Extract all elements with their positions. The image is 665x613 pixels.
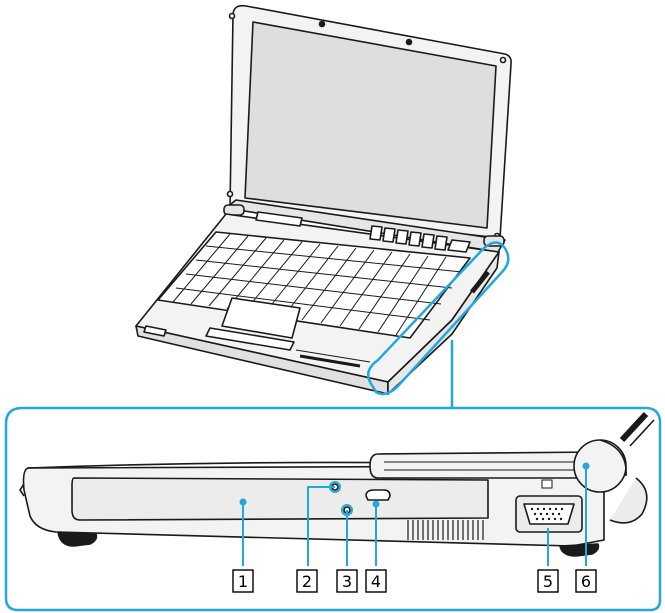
callout-1-label: 1	[238, 572, 248, 591]
lid-latch-icon	[405, 38, 413, 46]
callout-6: 6	[575, 569, 597, 593]
laptop-screen	[244, 21, 497, 229]
touchpad	[221, 297, 301, 339]
hinge-cap	[573, 439, 627, 493]
callout-6-label: 6	[581, 572, 591, 591]
media-buttons	[369, 225, 471, 253]
highlight-outline	[367, 241, 510, 396]
monitor-port-icon	[515, 479, 583, 533]
callout-4: 4	[365, 569, 387, 593]
laptop-side-view-drawing	[19, 411, 655, 557]
vent-grille	[407, 520, 484, 540]
callout-leaders	[239, 462, 590, 566]
eject-button	[365, 489, 391, 501]
laptop-drawing	[135, 4, 512, 395]
callout-5: 5	[537, 569, 559, 593]
callout-labels: 1 2 3 4 5 6	[232, 569, 597, 593]
callout-2-label: 2	[302, 572, 312, 591]
callout-5-label: 5	[543, 572, 553, 591]
callout-4-label: 4	[371, 572, 381, 591]
optical-drive	[71, 477, 489, 521]
callout-3-label: 3	[342, 572, 352, 591]
callout-1: 1	[232, 569, 254, 593]
callout-2: 2	[296, 569, 318, 593]
touchpad-buttons	[205, 327, 295, 351]
callout-3: 3	[336, 569, 358, 593]
leader-2	[307, 486, 335, 566]
lid-camera-icon	[318, 20, 326, 28]
